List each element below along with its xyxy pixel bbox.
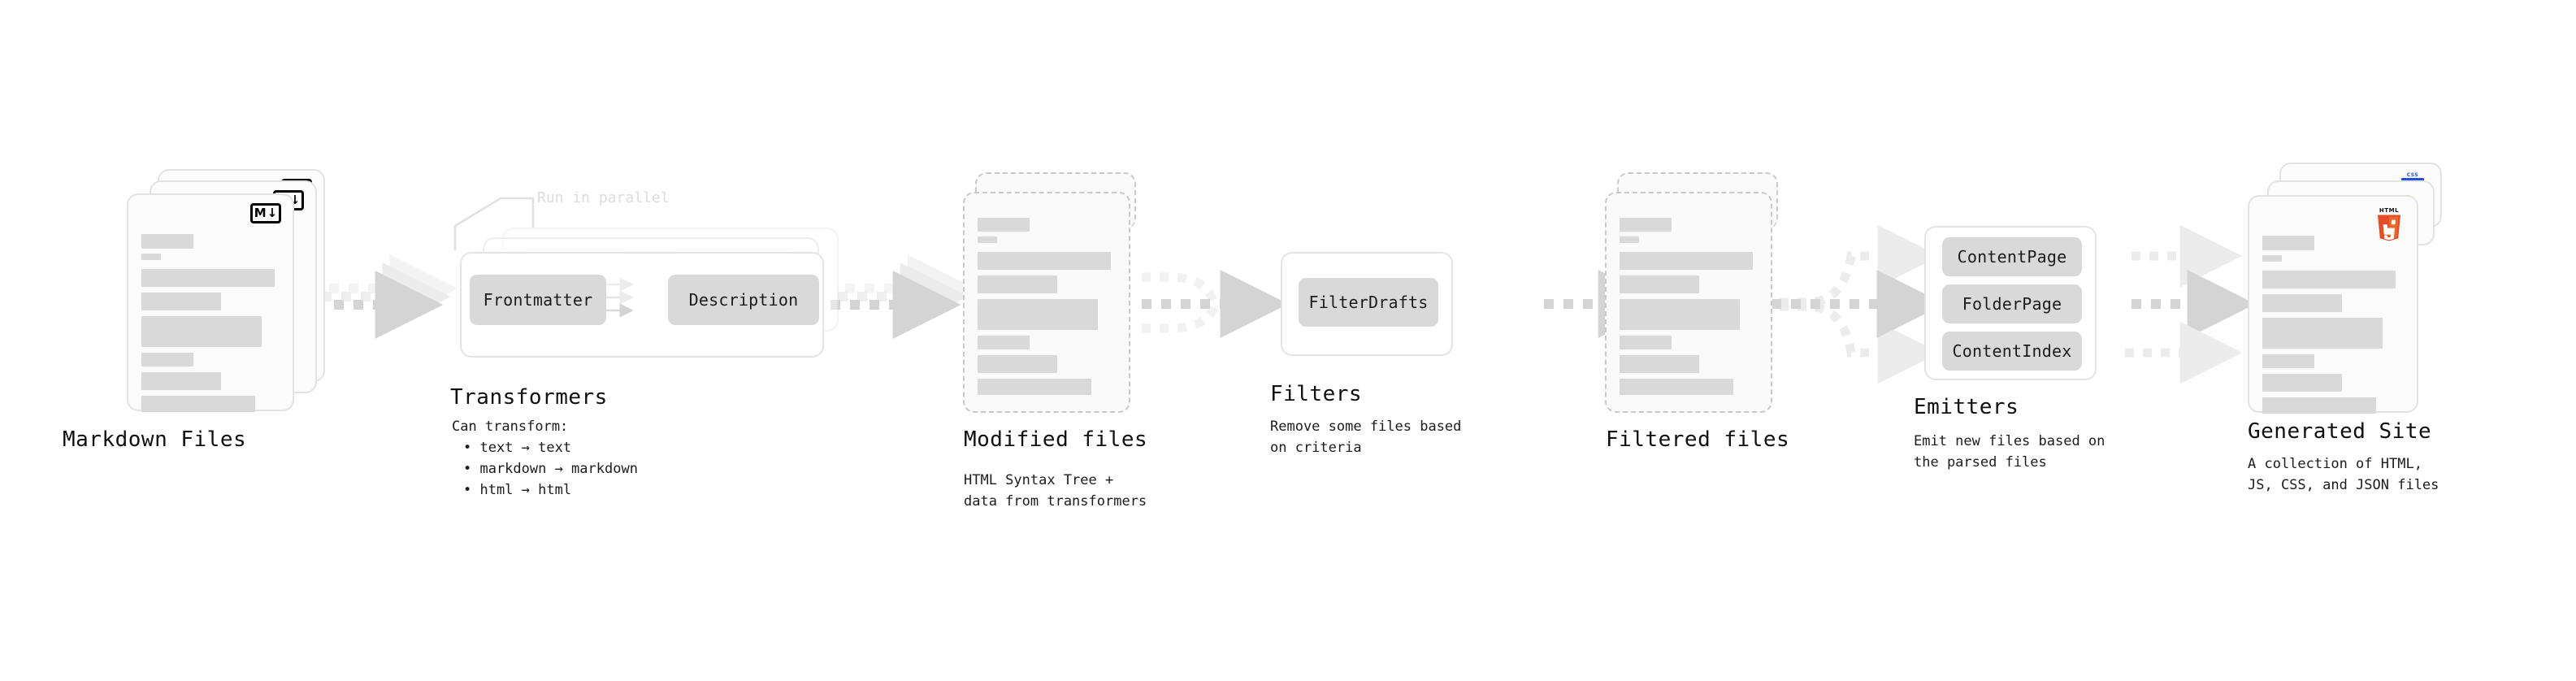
generated-site-subtitle: A collection of HTML, JS, CSS, and JSON … bbox=[2248, 456, 2439, 494]
transformers-bullet-2: • html → html bbox=[463, 482, 572, 498]
transformer-chip-description[interactable]: Description bbox=[668, 275, 819, 325]
transformer-chip-frontmatter-label: Frontmatter bbox=[483, 290, 593, 310]
stage-title-markdown-files: Markdown Files bbox=[63, 427, 247, 452]
down-arrow-icon: ↓ bbox=[267, 206, 278, 220]
markdown-file-skeleton bbox=[141, 234, 280, 412]
generated-file-skeleton bbox=[2262, 236, 2404, 414]
run-in-parallel-bracket bbox=[453, 197, 535, 250]
transformers-bullet-0: • text → text bbox=[463, 440, 572, 456]
stage-title-transformers: Transformers bbox=[450, 385, 608, 410]
transformers-bullet-1: • markdown → markdown bbox=[463, 461, 638, 477]
emitter-group: ContentPage FolderPage ContentIndex bbox=[1924, 226, 2097, 380]
svg-text:HTML: HTML bbox=[2379, 207, 2399, 214]
css3-badge-label: CSS bbox=[2406, 172, 2419, 178]
stage-title-filters: Filters bbox=[1270, 382, 1363, 406]
transformer-group-front: Frontmatter Description bbox=[460, 252, 824, 358]
stage-title-modified-files: Modified files bbox=[964, 427, 1148, 452]
filters-subtitle: Remove some files based on criteria bbox=[1270, 419, 1462, 457]
transformer-chip-frontmatter[interactable]: Frontmatter bbox=[470, 275, 606, 325]
emitters-subtitle: Emit new files based on the parsed files bbox=[1914, 433, 2105, 471]
modified-file-skeleton bbox=[978, 218, 1116, 395]
markdown-badge: M↓ bbox=[250, 203, 281, 223]
markdown-file-card-front: M↓ bbox=[127, 193, 294, 412]
arrow-transformers-to-modified bbox=[830, 254, 976, 339]
arrow-emitters-to-site bbox=[2125, 224, 2256, 384]
arrow-modified-to-filters bbox=[1142, 270, 1289, 338]
arrow-markdown-to-transformers bbox=[314, 254, 458, 339]
emitter-chip-contentpage-label: ContentPage bbox=[1957, 247, 2067, 267]
emitter-chip-contentpage[interactable]: ContentPage bbox=[1942, 237, 2082, 276]
filter-group: FilterDrafts bbox=[1281, 252, 1453, 356]
transformer-chip-description-label: Description bbox=[688, 290, 799, 310]
modified-files-subtitle: HTML Syntax Tree + data from transformer… bbox=[964, 472, 1147, 510]
emitter-chip-folderpage-label: FolderPage bbox=[1962, 294, 2062, 314]
stage-title-emitters: Emitters bbox=[1914, 395, 2019, 419]
stage-title-generated-site: Generated Site bbox=[2248, 419, 2432, 444]
filtered-file-card-front bbox=[1605, 192, 1772, 413]
emitter-chip-folderpage[interactable]: FolderPage bbox=[1942, 284, 2082, 323]
run-in-parallel-label: Run in parallel bbox=[537, 189, 670, 206]
filtered-file-skeleton bbox=[1620, 218, 1758, 395]
emitter-chip-contentindex-label: ContentIndex bbox=[1952, 341, 2072, 361]
emitter-chip-contentindex[interactable]: ContentIndex bbox=[1942, 332, 2082, 371]
html5-badge: HTML bbox=[2378, 207, 2400, 241]
generated-file-card-html: HTML bbox=[2248, 195, 2418, 414]
markdown-badge-letter: M bbox=[254, 206, 267, 220]
filter-chip-filterdrafts-label: FilterDrafts bbox=[1308, 293, 1429, 312]
stage-title-filtered-files: Filtered files bbox=[1606, 427, 1790, 452]
filter-chip-filterdrafts[interactable]: FilterDrafts bbox=[1299, 278, 1438, 327]
modified-file-card-front bbox=[963, 192, 1130, 413]
arrow-filtered-to-emitters bbox=[1772, 224, 1945, 384]
transformers-subtitle: Can transform: bbox=[452, 419, 569, 435]
